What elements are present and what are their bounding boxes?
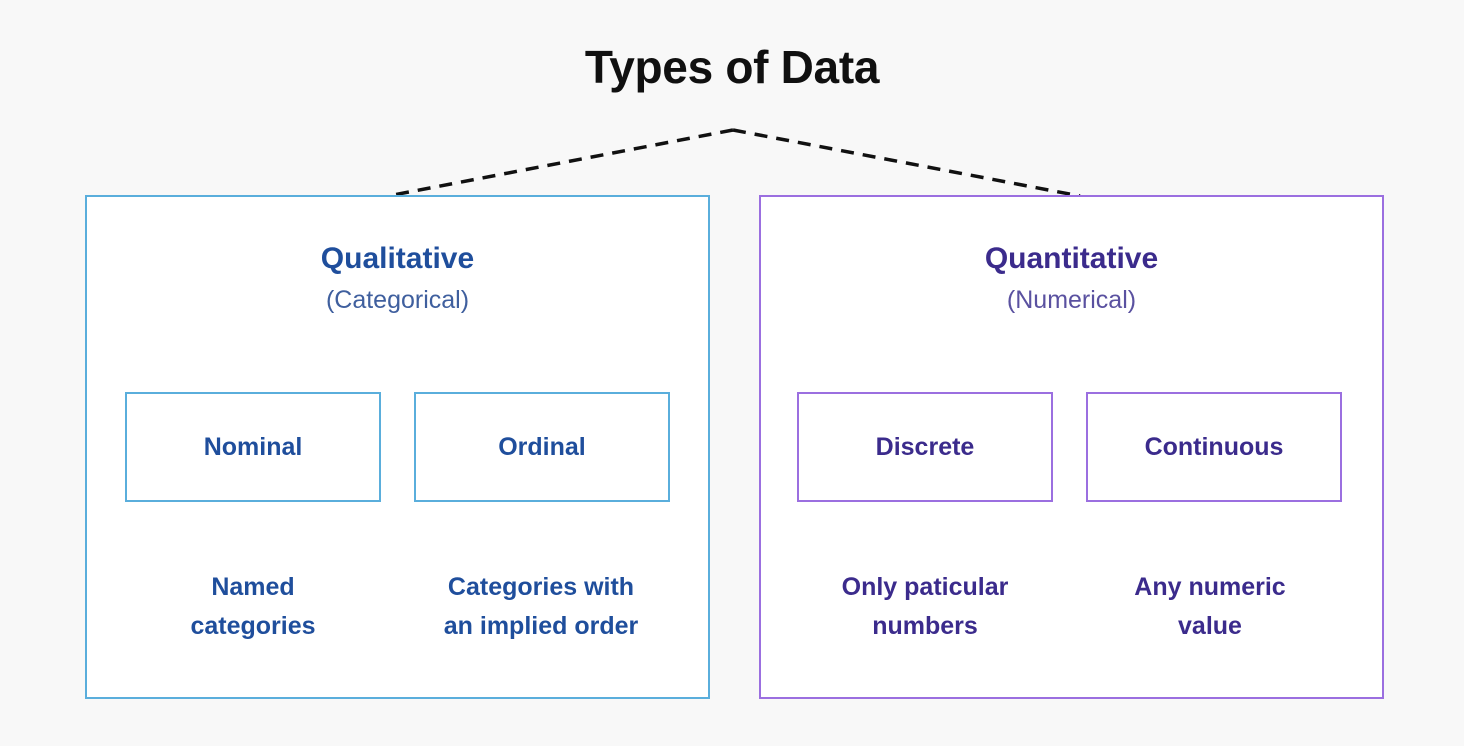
type-description-nominal-line2: categories (190, 611, 316, 640)
type-description-discrete-line2: numbers (872, 611, 978, 640)
type-box-discrete: Discrete (797, 392, 1053, 502)
type-description-continuous-line1: Any numeric (1134, 573, 1286, 601)
type-description-continuous-line2: value (1178, 611, 1242, 640)
branch-subheading-quantitative: (Numerical) (1006, 286, 1137, 314)
type-box-continuous: Continuous (1086, 392, 1342, 502)
type-description-nominal-line1: Named (211, 573, 295, 601)
type-description-nominal: Named categories (113, 568, 393, 646)
root-dashed-connector (387, 128, 1081, 198)
page-title: Types of Data (584, 41, 880, 93)
branch-heading-qualitative: Qualitative (320, 242, 475, 275)
type-description-ordinal-line1: Categories with (447, 573, 635, 601)
type-box-ordinal: Ordinal (414, 392, 670, 502)
type-description-ordinal: Categories with an implied order (401, 568, 681, 646)
type-box-label-nominal: Nominal (203, 432, 303, 461)
branch-heading-quantitative: Quantitative (984, 242, 1159, 275)
branch-subheading-qualitative: (Categorical) (325, 286, 470, 314)
type-description-discrete-line1: Only paticular (841, 573, 1009, 601)
type-description-ordinal-line2: an implied order (443, 611, 639, 640)
type-description-continuous: Any numeric value (1070, 568, 1350, 646)
type-box-label-ordinal: Ordinal (498, 432, 586, 461)
type-box-label-continuous: Continuous (1144, 432, 1284, 461)
type-description-discrete: Only paticular numbers (785, 568, 1065, 646)
type-box-nominal: Nominal (125, 392, 381, 502)
type-box-label-discrete: Discrete (875, 432, 975, 461)
